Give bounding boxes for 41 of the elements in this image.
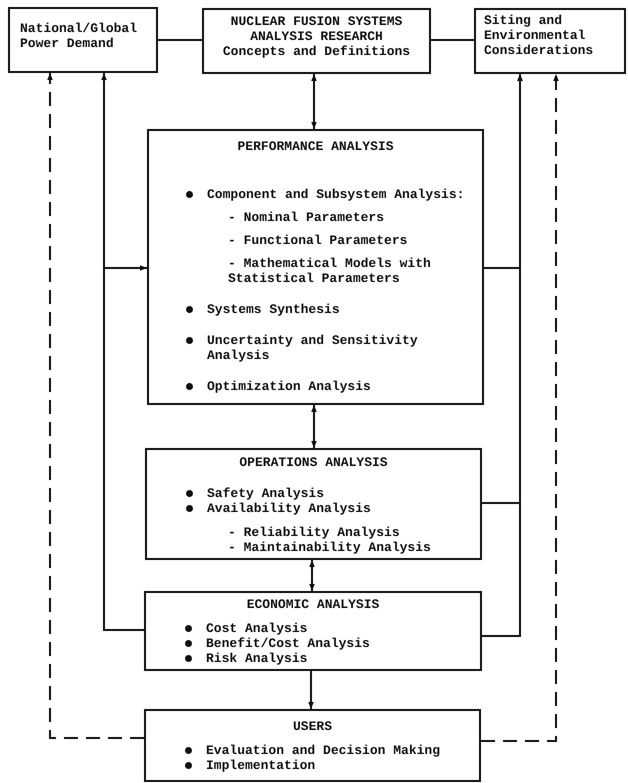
bullet-item: Systems Synthesis <box>185 302 476 317</box>
box-heading: PERFORMANCE ANALYSIS <box>236 139 395 154</box>
process-box <box>144 591 482 671</box>
dashed-arrow <box>47 73 144 739</box>
arrow <box>103 265 147 631</box>
box-heading: ECONOMIC ANALYSIS <box>246 597 380 612</box>
bullet-item: Risk Analysis <box>184 651 474 666</box>
bullet-item: Implementation <box>184 758 473 773</box>
process-box <box>147 129 484 405</box>
sub-item: - Reliability Analysis <box>227 525 401 540</box>
bullet-item: Benefit/Cost Analysis <box>184 636 474 651</box>
sub-item: - Mathematical Models with Statistical Parameters <box>227 256 432 286</box>
arrow <box>311 74 317 129</box>
arrow <box>311 405 317 448</box>
process-box <box>145 448 482 560</box>
process-box <box>474 8 626 74</box>
bullet-item: Safety Analysis <box>185 486 474 501</box>
box-heading: Concepts and Definitions <box>222 44 412 59</box>
box-heading: OPERATIONS ANALYSIS <box>238 455 389 470</box>
bullet-item: Uncertainty and Sensitivity Analysis <box>185 333 476 363</box>
box-heading: USERS <box>292 719 333 734</box>
process-box <box>202 8 431 74</box>
connector-line <box>431 39 474 41</box>
process-box <box>144 709 481 782</box>
sub-item: - Functional Parameters <box>227 233 408 248</box>
arrow <box>308 671 314 709</box>
box-text: Siting and Environmental Considerations <box>484 13 594 58</box>
sub-item: - Maintainability Analysis <box>227 540 432 555</box>
process-box <box>8 7 158 73</box>
arrow <box>482 74 523 637</box>
bullet-item: Cost Analysis <box>184 621 474 636</box>
bullet-item: Component and Subsystem Analysis: <box>185 187 476 202</box>
dashed-arrow <box>481 74 559 742</box>
sub-item: - Nominal Parameters <box>227 210 386 225</box>
connector-line <box>158 39 202 41</box>
bullet-item: Availability Analysis <box>185 501 474 516</box>
bullet-item: Evaluation and Decision Making <box>184 743 473 758</box>
bullet-item: Optimization Analysis <box>185 379 476 394</box>
box-heading: NUCLEAR FUSION SYSTEMS ANALYSIS RESEARCH <box>230 14 404 44</box>
arrow <box>309 560 315 591</box>
box-text: National/Global Power Demand <box>20 21 138 51</box>
